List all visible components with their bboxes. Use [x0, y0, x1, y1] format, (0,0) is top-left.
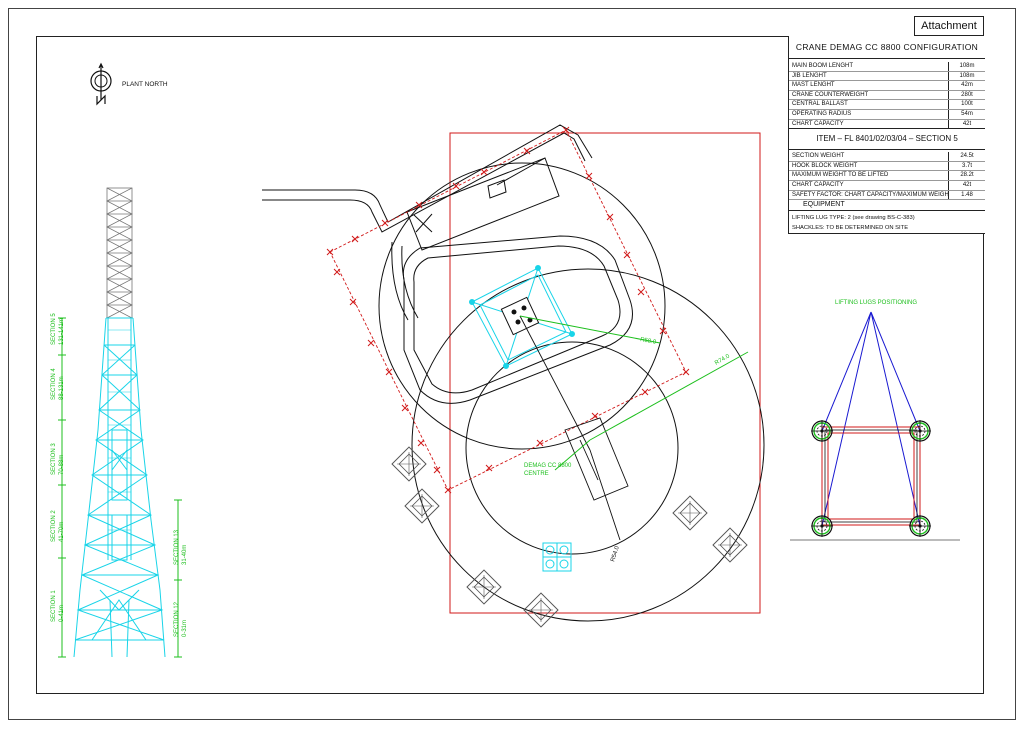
config-row: CHART CAPACITY 42t	[789, 119, 985, 130]
item-row: MAXIMUM WEIGHT TO BE LIFTED 28.2t	[789, 171, 985, 181]
crane-centre-label-line1: DEMAG CC 8800	[524, 463, 572, 469]
section2-range: 41-70m	[59, 522, 65, 542]
radius-lower-label: R54.0	[610, 545, 621, 563]
lifting-lugs-diagram	[790, 311, 960, 541]
north-arrow-icon	[90, 62, 112, 106]
config-row: MAST LENGHT 42m	[789, 81, 985, 91]
attachment-label: Attachment 20	[914, 16, 984, 50]
item-row-label: CHART CAPACITY	[792, 181, 844, 188]
config-row: CENTRAL BALLAST 100t	[789, 100, 985, 110]
section3-name: SECTION 3	[51, 443, 57, 475]
table-note: LIFTING LUG TYPE: 2 (see drawing BS-C-38…	[792, 215, 915, 222]
item-row: SAFETY FACTOR: CHART CAPACITY/MAXIMUM WE…	[789, 190, 985, 201]
equipment-label: EQUIPMENT	[789, 200, 985, 212]
config-row-label: JIB LENGHT	[792, 72, 827, 79]
item-row: HOOK BLOCK WEIGHT 3.7t	[789, 161, 985, 172]
section12-name: SECTION 12	[174, 601, 180, 637]
config-row-value: 54m	[948, 109, 985, 119]
item-row-label: SECTION WEIGHT	[792, 153, 845, 160]
crane-config-table: CRANE DEMAG CC 8800 CONFIGURATION MAIN B…	[788, 36, 985, 235]
table-note: SHACKLES: TO BE DETERMINED ON SITE	[789, 224, 985, 235]
access-road	[262, 124, 633, 404]
item-row-label: SAFETY FACTOR: CHART CAPACITY/MAXIMUM WE…	[792, 191, 948, 198]
config-row-value: 100t	[948, 100, 985, 109]
item-row-value: 24.5t	[948, 152, 985, 161]
lugs-title: LIFTING LUGS POSITIONING	[835, 300, 917, 306]
item-row-value: 28.2t	[948, 171, 985, 180]
section5-range: 131-141m	[59, 318, 65, 345]
config-row: JIB LENGHT 108m	[789, 71, 985, 82]
item-row: CHART CAPACITY 42t	[789, 180, 985, 191]
section13-name: SECTION 13	[174, 529, 180, 565]
section5-name: SECTION 5	[51, 313, 57, 345]
section1-name: SECTION 1	[51, 590, 57, 622]
drawing-sheet	[8, 8, 1016, 720]
config-row-label: MAST LENGHT	[792, 82, 835, 89]
radius-lines	[519, 315, 749, 471]
section2-name: SECTION 2	[51, 510, 57, 542]
site-boundary	[449, 132, 761, 614]
item-row-label: MAXIMUM WEIGHT TO BE LIFTED	[792, 172, 889, 179]
crane-mats	[391, 446, 748, 628]
crane-boom	[519, 315, 629, 541]
config-row-label: CHART CAPACITY	[792, 120, 844, 127]
config-row-label: MAIN BOOM LENGHT	[792, 63, 854, 69]
drawing-frame	[36, 36, 984, 694]
config-row-value: 42t	[948, 119, 985, 129]
item-row: SECTION WEIGHT 24.5t	[789, 152, 985, 162]
item-row-value: 3.7t	[948, 161, 985, 171]
config-row: OPERATING RADIUS 54m	[789, 109, 985, 120]
config-row-value: 280t	[948, 90, 985, 100]
tower-elevation	[73, 187, 166, 658]
config-row-label: OPERATING RADIUS	[792, 110, 852, 117]
config-row-label: CRANE COUNTERWEIGHT	[792, 91, 869, 98]
config-row-value: 108m	[948, 62, 985, 71]
item-title: ITEM – FL 8401/02/03/04 – SECTION 5	[789, 129, 985, 151]
config-row-value: 42m	[948, 81, 985, 90]
config-row: CRANE COUNTERWEIGHT 280t	[789, 90, 985, 101]
config-table-title: CRANE DEMAG CC 8800 CONFIGURATION	[789, 36, 985, 59]
section3-range: 70-88m	[59, 455, 65, 475]
section4-name: SECTION 4	[51, 368, 57, 400]
item-row-value: 42t	[948, 180, 985, 190]
north-label: PLANT NORTH	[122, 81, 168, 88]
config-row-label: CENTRAL BALLAST	[792, 101, 848, 108]
crane-swing-circles	[378, 162, 765, 622]
cyan-mat	[542, 542, 572, 572]
section1-range: 0-41m	[59, 605, 65, 622]
section13-range: 31-40m	[182, 545, 188, 565]
radius-large-label: R74.0	[714, 353, 731, 367]
section4-range: 88-131m	[59, 376, 65, 400]
config-row: MAIN BOOM LENGHT 108m	[789, 62, 985, 72]
radius-small-label: R58.0	[640, 337, 657, 346]
crane-centre-label-line2: CENTRE	[524, 471, 549, 477]
tower-dimension-lines	[58, 317, 182, 658]
item-row-label: HOOK BLOCK WEIGHT	[792, 162, 858, 169]
config-row-value: 108m	[948, 71, 985, 81]
section12-range: 0-31m	[182, 620, 188, 637]
item-row-value: 1.48	[948, 190, 985, 200]
